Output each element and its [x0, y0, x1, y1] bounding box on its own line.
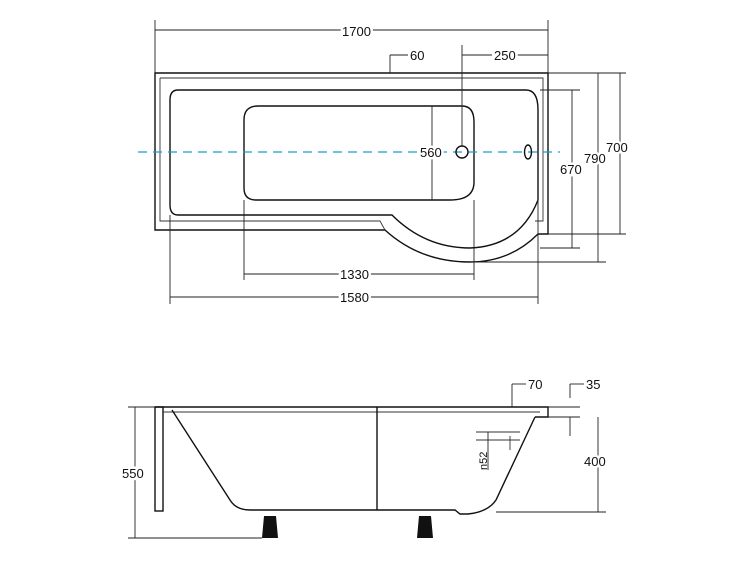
tub-rim-outline — [160, 77, 544, 222]
tub-rim-outline-left — [159, 78, 386, 231]
tub-rim-side — [155, 406, 549, 418]
front-panel — [154, 406, 164, 512]
dim-overflow: n52 — [478, 452, 490, 470]
tub-basin-outline — [169, 89, 539, 249]
dim-rim-thickness: 35 — [586, 377, 600, 392]
dim-inner-width-wide: 670 — [560, 162, 582, 177]
dim-rim-width: 70 — [528, 377, 542, 392]
dim-overall-length: 1700 — [342, 24, 371, 39]
dim-interior-length: 1580 — [340, 290, 369, 305]
top-view: 1700 60 250 560 670 790 700 1330 — [138, 20, 630, 308]
dim-side-depth: 400 — [584, 454, 606, 469]
dim-inner-width: 560 — [420, 145, 442, 160]
dim-depth-wide-end: 700 — [606, 140, 628, 155]
tub-body-side — [171, 409, 536, 515]
tub-floor-outline — [243, 105, 475, 201]
dim-rim-offset: 60 — [410, 48, 424, 63]
dim-depth-curve: 790 — [584, 151, 606, 166]
overflow-icon — [523, 144, 533, 160]
foot-right-icon — [417, 516, 433, 538]
dim-side-height: 550 — [122, 466, 144, 481]
foot-left-icon — [262, 516, 278, 538]
dim-drain-offset: 250 — [494, 48, 516, 63]
side-view: 550 70 35 400 n52 — [120, 377, 608, 539]
dim-inner-length: 1330 — [340, 267, 369, 282]
tub-outer-outline — [154, 72, 549, 263]
